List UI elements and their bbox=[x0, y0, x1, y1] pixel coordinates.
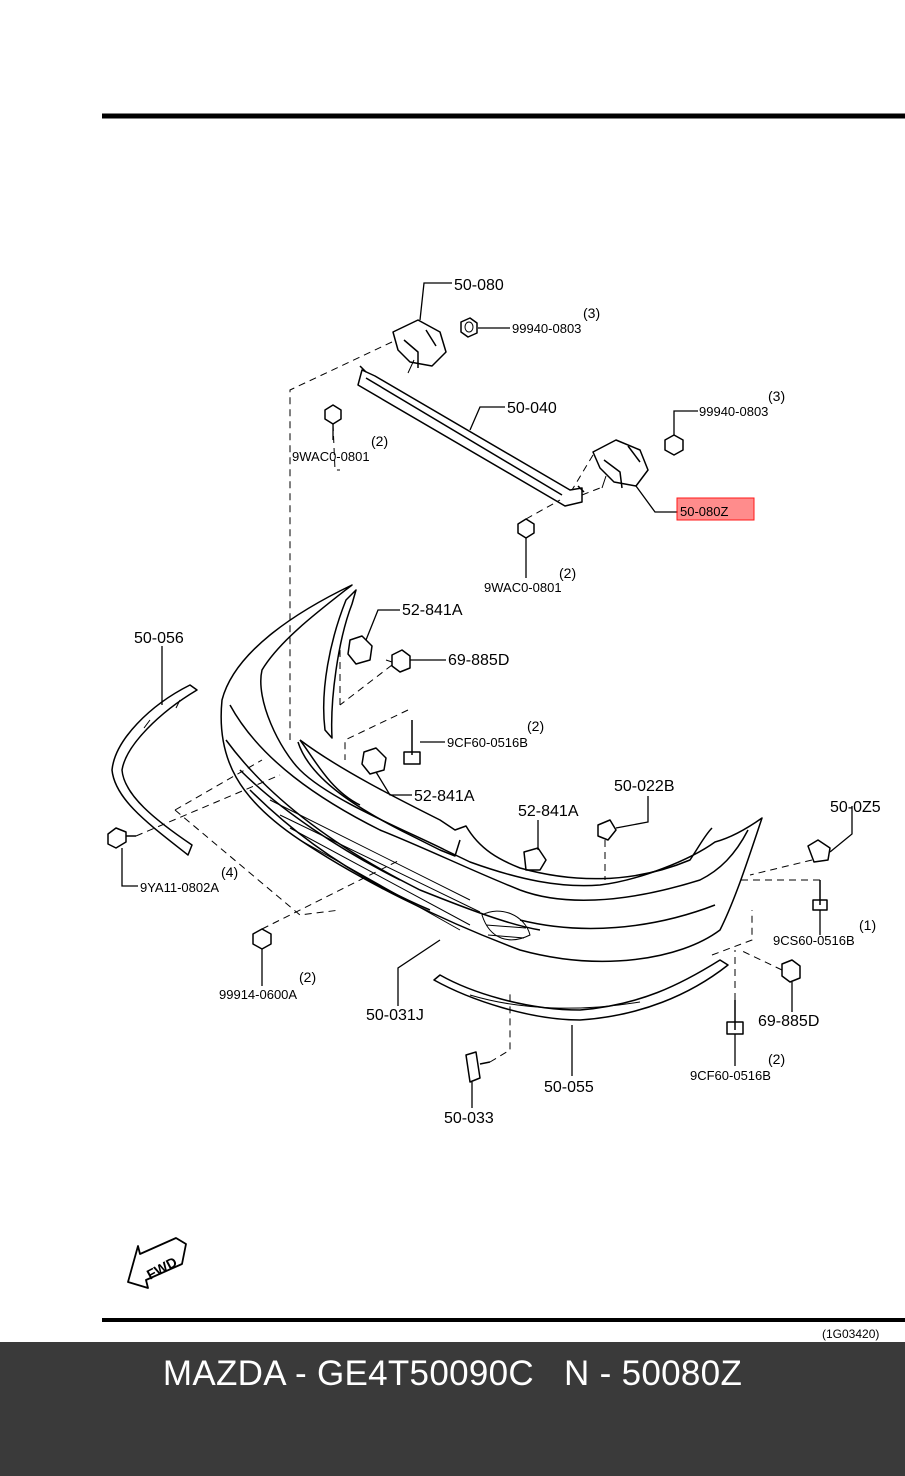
clip-52-841a-top[interactable] bbox=[347, 635, 373, 665]
label-52-841a-mid[interactable]: 52-841A bbox=[414, 788, 475, 805]
label-99940-0803-top[interactable]: 99940-0803 bbox=[512, 321, 581, 336]
fwd-arrow-icon: FWD bbox=[127, 1237, 187, 1289]
qty-9cf60-0516b-low: (2) bbox=[768, 1051, 785, 1067]
clip-69-885d-top[interactable] bbox=[385, 649, 411, 673]
qty-9cs60-0516b: (1) bbox=[859, 917, 876, 933]
nut-99914-0600a[interactable] bbox=[252, 928, 272, 950]
label-50-022b[interactable]: 50-022B bbox=[614, 778, 675, 795]
label-50-0z5[interactable]: 50-0Z5 bbox=[830, 799, 881, 816]
label-50-033[interactable]: 50-033 bbox=[444, 1110, 494, 1127]
qty-9cf60-0516b-top: (2) bbox=[527, 718, 544, 734]
qty-99940-0803-right: (3) bbox=[768, 388, 785, 404]
diagram-reference: (1G03420) bbox=[822, 1327, 879, 1341]
part-labels: 50-080 99940-0803 (3) 50-040 9WAC0-0801 … bbox=[134, 277, 881, 1127]
label-50-040[interactable]: 50-040 bbox=[507, 400, 557, 417]
label-99914-0600a[interactable]: 99914-0600A bbox=[219, 987, 297, 1002]
label-9cs60-0516b[interactable]: 9CS60-0516B bbox=[773, 933, 855, 948]
label-52-841a-top[interactable]: 52-841A bbox=[402, 602, 463, 619]
label-69-885d-low[interactable]: 69-885D bbox=[758, 1013, 819, 1030]
label-9cf60-0516b-top[interactable]: 9CF60-0516B bbox=[447, 735, 528, 750]
label-50-055[interactable]: 50-055 bbox=[544, 1079, 594, 1096]
assembly-lines bbox=[135, 341, 820, 1063]
nut-99940-0803-top[interactable] bbox=[460, 317, 478, 338]
clip-52-841a-mid[interactable] bbox=[361, 747, 387, 775]
qty-99914-0600a: (2) bbox=[299, 969, 316, 985]
label-9ya11-0802a[interactable]: 9YA11-0802A bbox=[140, 880, 219, 895]
label-69-885d-top[interactable]: 69-885D bbox=[448, 652, 509, 669]
molding-50-056[interactable] bbox=[111, 684, 198, 856]
screw-9cs60-0516b[interactable] bbox=[812, 880, 828, 911]
clip-69-885d-low[interactable] bbox=[781, 959, 801, 983]
bumper-fascia-50-031j[interactable] bbox=[220, 584, 763, 963]
spoiler-50-055[interactable] bbox=[433, 959, 729, 1021]
nut-9wac0-0801-a[interactable] bbox=[324, 404, 342, 425]
label-50-080z[interactable]: 50-080Z bbox=[680, 504, 728, 519]
bracket-50-080[interactable] bbox=[392, 319, 447, 374]
label-99940-0803-right[interactable]: 99940-0803 bbox=[699, 404, 768, 419]
label-50-031j[interactable]: 50-031J bbox=[366, 1007, 424, 1024]
label-9wac0-0801-b[interactable]: 9WAC0-0801 bbox=[484, 580, 562, 595]
screw-9ya11-0802a[interactable] bbox=[107, 827, 136, 849]
bracket-50-080z[interactable] bbox=[592, 439, 649, 489]
clip-50-022b[interactable] bbox=[597, 819, 617, 841]
screw-9cf60-0516b-top[interactable] bbox=[403, 720, 421, 765]
footer-caption: MAZDA - GE4T50090C N - 50080Z bbox=[162, 1354, 743, 1393]
parts-diagram: 50-080 99940-0803 (3) 50-040 9WAC0-0801 … bbox=[102, 113, 905, 1341]
label-50-056[interactable]: 50-056 bbox=[134, 630, 184, 647]
upper-retainer[interactable] bbox=[297, 589, 461, 857]
clip-50-0z5[interactable] bbox=[807, 839, 831, 863]
label-52-841a-low[interactable]: 52-841A bbox=[518, 803, 579, 820]
qty-9wac0-0801-b: (2) bbox=[559, 565, 576, 581]
leader-lines bbox=[121, 282, 853, 1108]
nut-9wac0-0801-b[interactable] bbox=[517, 518, 535, 539]
screw-9cf60-0516b-low[interactable] bbox=[726, 1000, 744, 1035]
reinforcement-50-040[interactable] bbox=[357, 365, 585, 507]
highlight-box-50-080z bbox=[676, 497, 755, 521]
footer-bar: MAZDA - GE4T50090C N - 50080Z bbox=[0, 1342, 905, 1476]
nut-99940-0803-right[interactable] bbox=[664, 434, 684, 456]
clip-52-841a-low[interactable] bbox=[523, 847, 547, 871]
bracket-50-033[interactable] bbox=[465, 1051, 491, 1083]
qty-9ya11-0802a: (4) bbox=[221, 864, 238, 880]
label-9cf60-0516b-low[interactable]: 9CF60-0516B bbox=[690, 1068, 771, 1083]
label-50-080[interactable]: 50-080 bbox=[454, 277, 504, 294]
label-9wac0-0801-a[interactable]: 9WAC0-0801 bbox=[292, 449, 370, 464]
qty-9wac0-0801-a: (2) bbox=[371, 433, 388, 449]
qty-99940-0803-top: (3) bbox=[583, 305, 600, 321]
